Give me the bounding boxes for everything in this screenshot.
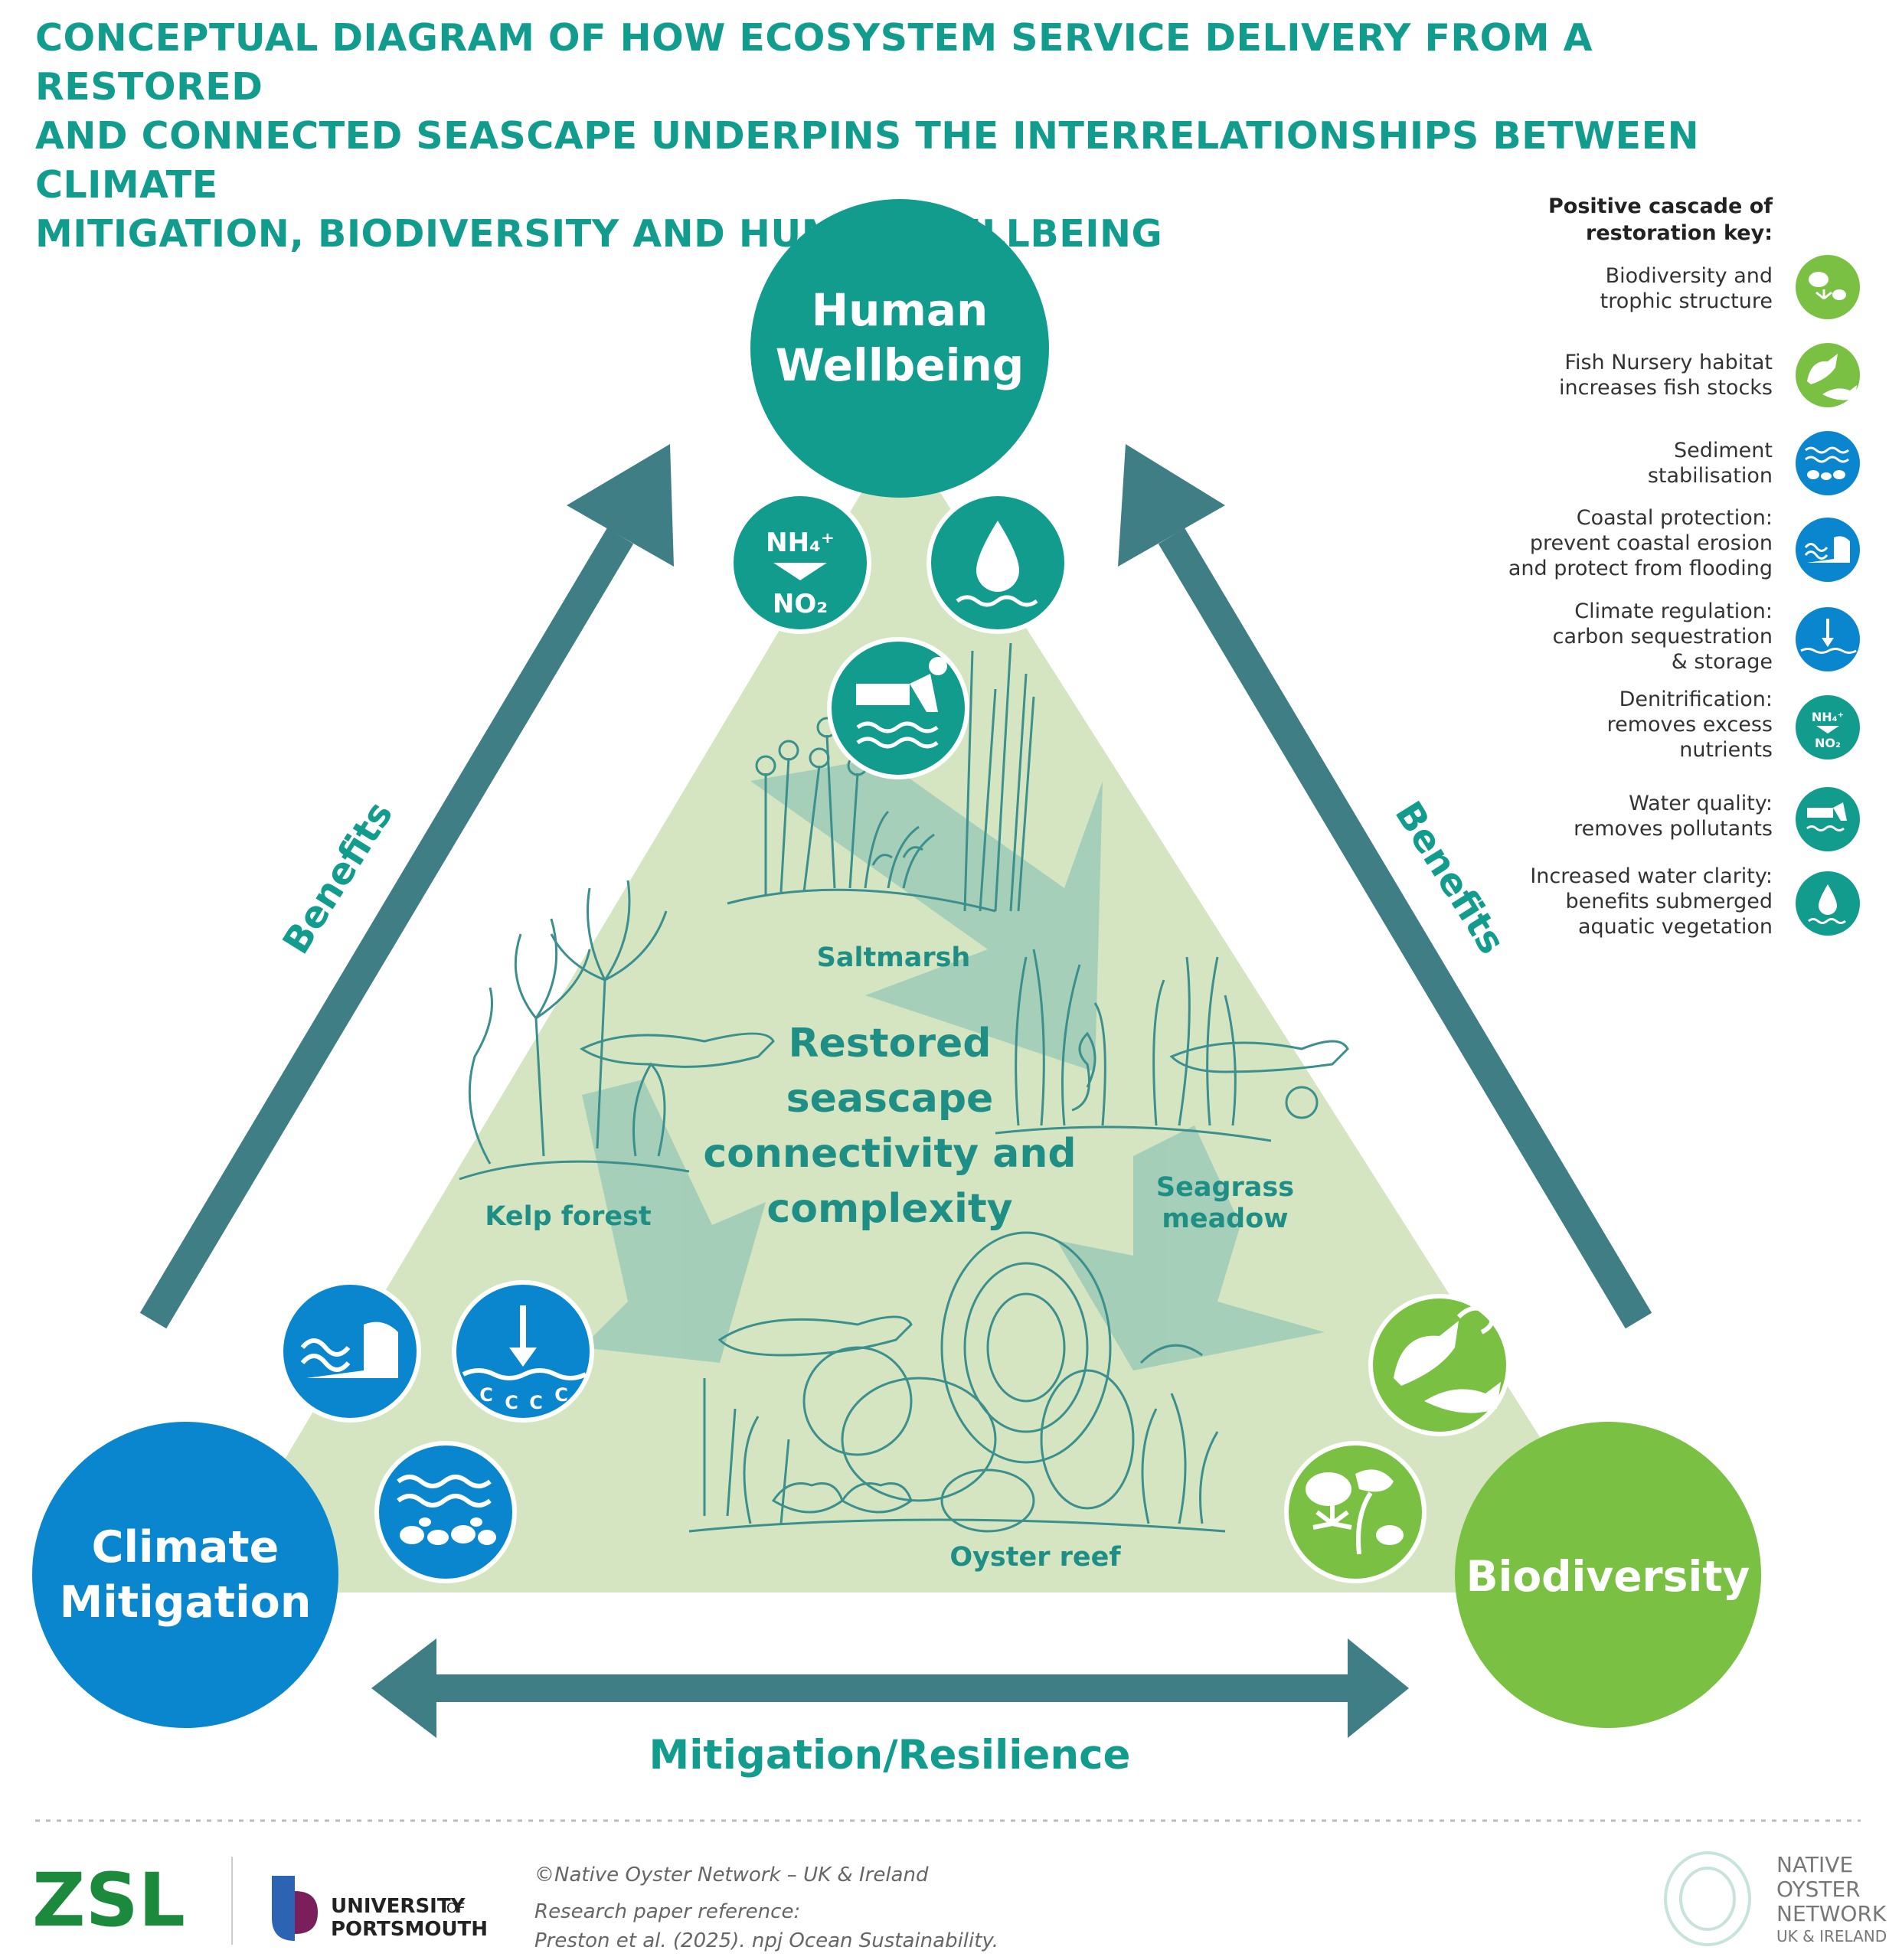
key-item-sediment: Sediment stabilisation	[1647, 439, 1773, 488]
key-icons: NH₄⁺ NO₂	[1796, 255, 1860, 936]
svg-text:OYSTER: OYSTER	[1776, 1877, 1861, 1902]
key-item-denitrification: Denitrification: removes excess nutrient…	[1606, 688, 1773, 762]
climate-mitigation-node: Climate Mitigation	[32, 1422, 338, 1728]
svg-text:NO₂: NO₂	[773, 589, 828, 619]
svg-text:Wellbeing: Wellbeing	[776, 339, 1025, 391]
saltmarsh-illustration	[727, 642, 1035, 913]
cycle-arrow-right	[1057, 1125, 1325, 1370]
key-item-fish-nursery: Fish Nursery habitat increases fish stoc…	[1559, 351, 1773, 400]
svg-text:NETWORK: NETWORK	[1776, 1901, 1887, 1926]
key-carbon-storage-icon	[1796, 607, 1860, 671]
svg-text:NATIVE: NATIVE	[1776, 1852, 1853, 1877]
biodiversity-node: Biodiversity	[1455, 1422, 1761, 1728]
svg-text:PORTSMOUTH: PORTSMOUTH	[331, 1918, 488, 1941]
key-sediment-icon	[1796, 431, 1860, 495]
svg-text:NH₄⁺: NH₄⁺	[1812, 710, 1844, 724]
mitigation-resilience-label: Mitigation/Resilience	[649, 1732, 1131, 1779]
denitrification-icon: NH₄⁺ NO₂	[729, 492, 871, 634]
key-biodiversity-icon	[1796, 255, 1860, 319]
mitigation-resilience-arrow	[371, 1638, 1409, 1738]
cycle-arrows	[582, 758, 1325, 1370]
svg-text:seascape: seascape	[786, 1076, 994, 1122]
key-item-coastal-protection: Coastal protection: prevent coastal eros…	[1508, 506, 1773, 580]
native-oyster-network-logo: NATIVE OYSTER NETWORK UK & IRELAND	[1664, 1851, 1887, 1946]
seagrass-illustration	[995, 949, 1349, 1142]
habitat-label-seagrass-line2: meadow	[1162, 1204, 1288, 1234]
water-clarity-icon	[927, 492, 1069, 634]
coastal-protection-icon	[279, 1280, 421, 1423]
key-item-water-quality: Water quality: removes pollutants	[1574, 792, 1773, 841]
svg-text:C: C	[479, 1384, 493, 1406]
svg-text:UK & IRELAND: UK & IRELAND	[1776, 1927, 1887, 1945]
fish-nursery-icon	[1368, 1294, 1511, 1436]
svg-text:Climate: Climate	[92, 1522, 279, 1573]
svg-text:Biodiversity: Biodiversity	[1466, 1552, 1750, 1601]
key-denitrification-icon: NH₄⁺ NO₂	[1796, 695, 1860, 760]
zsl-logo: ZSL	[32, 1857, 185, 1943]
benefits-arrow-right	[1118, 444, 1652, 1329]
svg-text:C: C	[505, 1392, 518, 1413]
svg-text:Restored: Restored	[789, 1021, 992, 1067]
cycle-arrow-left	[582, 1080, 766, 1363]
habitat-label-seagrass-line1: Seagrass	[1156, 1172, 1294, 1203]
key-item-biodiversity: Biodiversity and trophic structure	[1600, 264, 1773, 313]
benefits-arrow-left	[139, 444, 674, 1329]
habitat-label-kelp-forest: Kelp forest	[485, 1201, 651, 1232]
key-fish-nursery-icon	[1796, 343, 1860, 407]
key-water-quality-icon	[1796, 787, 1860, 851]
center-text: Restored seascape connectivity and compl…	[703, 1021, 1076, 1232]
key-item-carbon-storage: Climate regulation: carbon sequestration…	[1552, 599, 1773, 674]
key-item-water-clarity: Increased water clarity: benefits submer…	[1530, 864, 1773, 939]
svg-text:C: C	[529, 1392, 543, 1413]
footer-reference: Research paper reference: Preston et al.…	[534, 1900, 999, 1952]
carbon-storage-icon: C C C C	[452, 1280, 594, 1423]
human-wellbeing-node: Human Wellbeing	[750, 199, 1049, 498]
biodiversity-icon	[1284, 1441, 1427, 1583]
oyster-reef-illustration	[688, 1231, 1226, 1533]
svg-text:Human: Human	[812, 284, 989, 336]
habitat-label-oyster-reef: Oyster reef	[949, 1542, 1121, 1573]
sediment-icon	[374, 1441, 517, 1583]
svg-text:Mitigation: Mitigation	[60, 1577, 312, 1628]
university-of-portsmouth-logo: UNIVERSITY OF PORTSMOUTH	[272, 1876, 488, 1941]
svg-text:NO₂: NO₂	[1815, 736, 1841, 750]
page-title: CONCEPTUAL DIAGRAM OF HOW ECOSYSTEM SERV…	[35, 16, 1700, 256]
key-coastal-protection-icon	[1796, 518, 1860, 582]
svg-text:NH₄⁺: NH₄⁺	[766, 528, 835, 558]
water-quality-icon	[827, 637, 969, 779]
svg-text:connectivity and: connectivity and	[703, 1131, 1076, 1177]
svg-text:UNIVERSITY: UNIVERSITY	[331, 1895, 466, 1918]
key-heading: Positive cascade of restoration key:	[1548, 194, 1773, 245]
cycle-arrow-top	[750, 758, 1103, 1072]
footer-copyright: ©Native Oyster Network – UK & Ireland	[534, 1864, 929, 1886]
key-water-clarity-icon	[1796, 871, 1860, 936]
svg-text:C: C	[554, 1384, 568, 1406]
habitat-label-saltmarsh: Saltmarsh	[817, 942, 971, 973]
kelp-forest-illustration	[459, 880, 775, 1181]
footer: ZSL UNIVERSITY OF PORTSMOUTH NATIVE OYST…	[32, 1819, 1887, 1946]
svg-text:OF: OF	[446, 1900, 466, 1916]
svg-text:complexity: complexity	[766, 1186, 1012, 1232]
